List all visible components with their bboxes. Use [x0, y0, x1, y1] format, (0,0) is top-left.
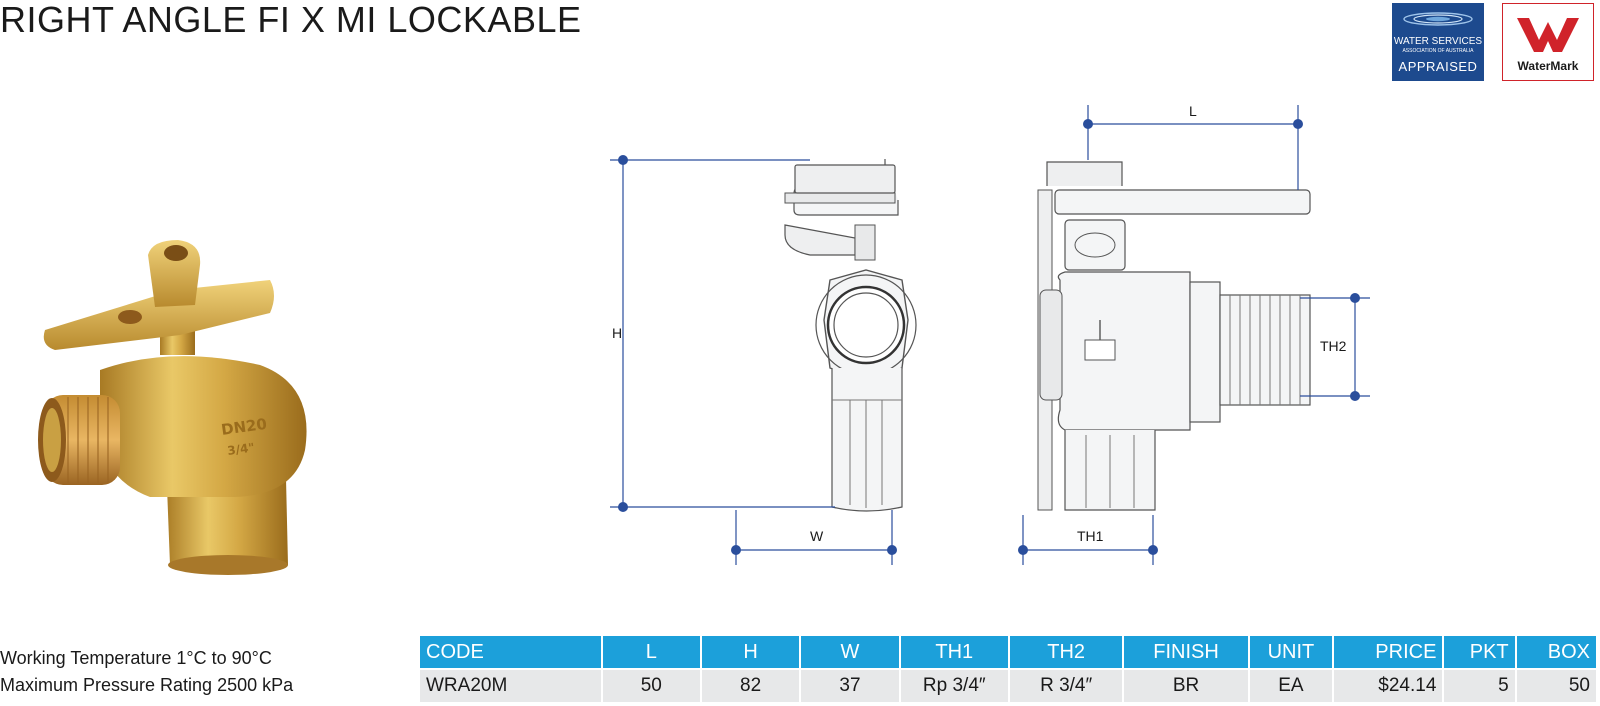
dimension-label-h: H — [612, 325, 622, 341]
dimension-endpoints — [618, 119, 1360, 555]
cell-price: $24.14 — [1334, 670, 1443, 702]
cell-unit: EA — [1249, 670, 1333, 702]
cell-w: 37 — [801, 670, 899, 702]
svg-text:3/4": 3/4" — [226, 440, 255, 458]
cell-finish: BR — [1124, 670, 1248, 702]
working-temperature: Working Temperature 1°C to 90°C — [0, 648, 272, 668]
table-header-row: CODE L H W TH1 TH2 FINISH UNIT PRICE PKT… — [420, 636, 1596, 668]
header-l: L — [602, 636, 700, 668]
wsaa-line-2: ASSOCIATION OF AUSTRALIA — [1402, 48, 1474, 54]
header-pkt: PKT — [1444, 636, 1515, 668]
product-photo: DN20 3/4" — [38, 240, 307, 575]
header-code: CODE — [420, 636, 601, 668]
header-box: BOX — [1516, 636, 1596, 668]
watermark-w-icon — [1517, 18, 1579, 52]
wsaa-swirl-icon — [1403, 12, 1473, 26]
header-w: W — [801, 636, 899, 668]
cell-th2: R 3/4″ — [1009, 670, 1123, 702]
front-view — [784, 159, 917, 512]
cell-th1: Rp 3/4″ — [900, 670, 1008, 702]
wsaa-line-1: WATER SERVICES — [1393, 36, 1483, 47]
specifications: Working Temperature 1°C to 90°C Maximum … — [0, 645, 293, 699]
header-th2: TH2 — [1009, 636, 1123, 668]
product-table: CODE L H W TH1 TH2 FINISH UNIT PRICE PKT… — [418, 634, 1598, 704]
header-unit: UNIT — [1249, 636, 1333, 668]
dimension-label-w: W — [810, 528, 824, 544]
wsaa-appraised-logo: WATER SERVICES ASSOCIATION OF AUSTRALIA … — [1392, 3, 1484, 81]
wsaa-line-3: APPRAISED — [1398, 59, 1478, 74]
cell-pkt: 5 — [1444, 670, 1515, 702]
header-h: H — [701, 636, 800, 668]
table-row: WRA20M 50 82 37 Rp 3/4″ R 3/4″ BR EA $24… — [420, 670, 1596, 702]
dimension-label-l: L — [1189, 103, 1197, 119]
maximum-pressure: Maximum Pressure Rating 2500 kPa — [0, 675, 294, 695]
cell-box: 50 — [1516, 670, 1596, 702]
header-th1: TH1 — [900, 636, 1008, 668]
watermark-text: WaterMark — [1517, 59, 1579, 73]
dimension-label-th2: TH2 — [1320, 338, 1347, 354]
cell-h: 82 — [701, 670, 800, 702]
page-title: RIGHT ANGLE FI X MI LOCKABLE — [0, 0, 582, 40]
header-finish: FINISH — [1124, 636, 1248, 668]
dimension-lines — [610, 105, 1370, 565]
technical-drawing: H W L TH1 TH2 — [610, 103, 1370, 565]
header-price: PRICE — [1334, 636, 1443, 668]
cell-l: 50 — [602, 670, 700, 702]
dimension-label-th1: TH1 — [1077, 528, 1104, 544]
side-view — [1037, 161, 1311, 511]
watermark-logo: WaterMark — [1502, 3, 1594, 81]
cell-code: WRA20M — [420, 670, 601, 702]
